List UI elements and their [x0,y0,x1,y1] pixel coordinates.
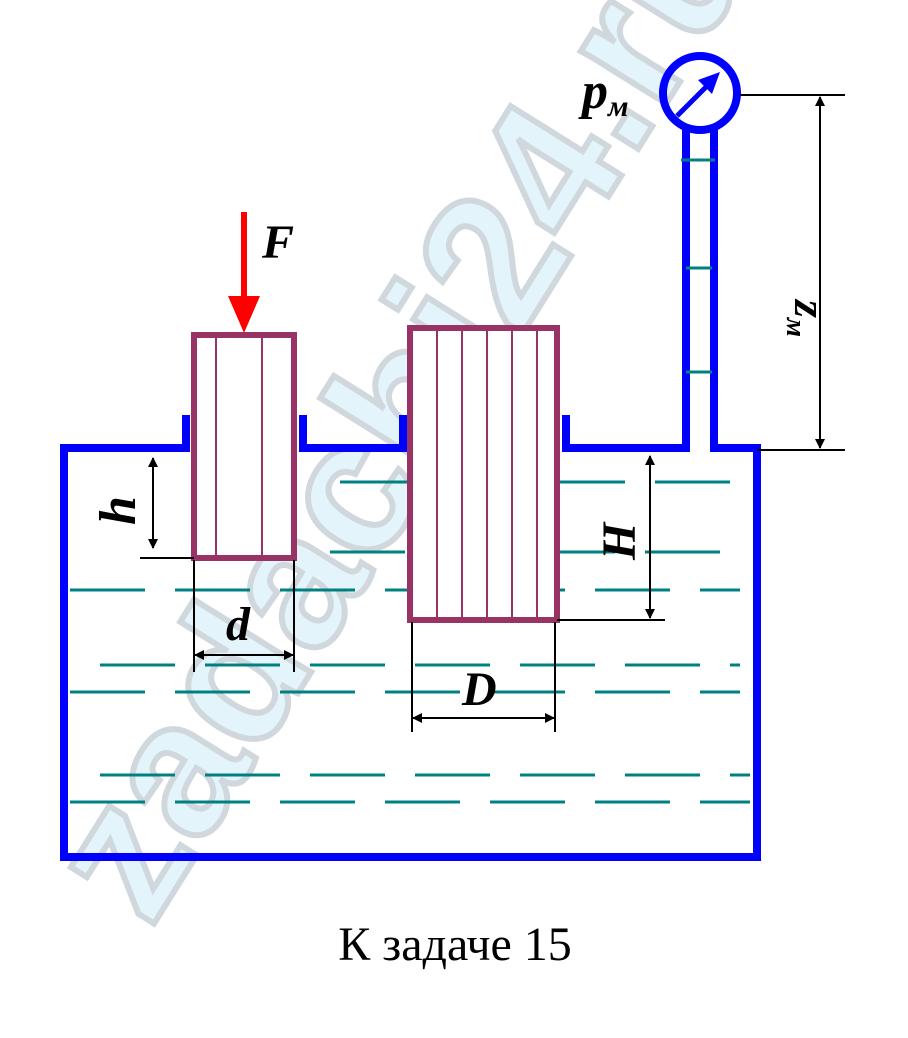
large-piston [407,325,560,623]
label-force: F [261,216,294,269]
label-h: h [90,496,147,525]
label-pm: pм [578,63,629,123]
figure-caption: К задаче 15 [338,918,572,971]
label-zm: zм [780,298,836,337]
vessel [60,52,761,861]
watermark: zadachi24.ru [5,0,795,952]
dimension-lines [140,94,845,732]
pressure-gauge [659,52,741,134]
label-d: d [226,598,251,651]
label-H: H [593,521,646,561]
small-piston [191,332,297,561]
manometer-levels [681,158,715,374]
force-arrow-icon [228,212,260,333]
gauge-arrow-icon [675,72,720,118]
label-D: D [461,663,497,716]
